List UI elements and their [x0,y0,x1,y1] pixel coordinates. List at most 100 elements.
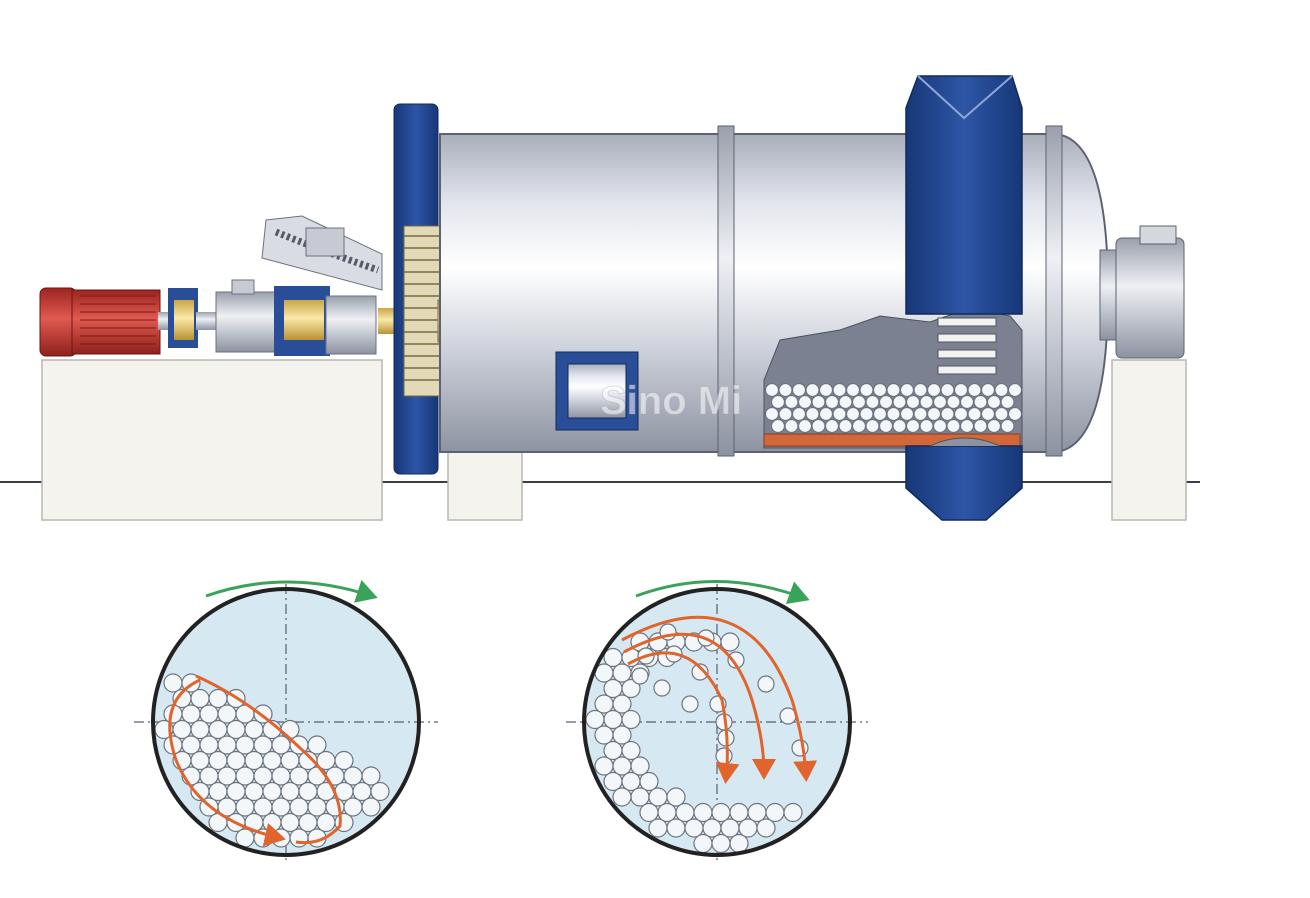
grinding-ball [778,406,793,422]
rotation-arrow [205,579,378,603]
grinding-ball [791,382,807,398]
grinding-ball [865,394,880,410]
grinding-ball [770,394,786,410]
grinding-ball [681,695,699,713]
manhole-door [555,351,639,431]
grinding-ball [818,382,834,398]
grinding-ball [612,725,632,745]
grinding-ball [905,418,921,434]
grinding-ball [621,740,641,761]
shell-ring-2 [1045,125,1063,457]
grinding-ball [851,418,867,434]
grinding-ball [899,382,915,398]
grinding-ball [986,394,1002,410]
grinding-ball [832,382,847,398]
rotation-arrow [635,580,810,605]
grinding-ball [818,406,834,422]
grinding-ball [932,418,948,434]
grinding-ball [913,406,928,422]
grinding-ball [872,406,888,422]
grinding-ball [797,418,813,434]
grinding-ball [1000,418,1015,434]
cutaway-section [763,307,1023,449]
grinding-ball [770,418,786,434]
grinding-ball [289,828,309,848]
grinding-ball [878,394,894,410]
grinding-ball [778,382,793,398]
grinding-ball [913,382,928,398]
grinding-ball [1007,382,1023,398]
grinding-ball [959,418,975,434]
grinding-ball [621,678,641,699]
grinding-ball [980,406,996,422]
grinding-balls-cataracting [585,632,803,854]
grinding-ball [648,818,668,838]
trajectory-arrow-2 [623,632,776,780]
grinding-ball [630,756,650,776]
grinding-ball [784,394,799,410]
grinding-ball [666,787,686,807]
grinding-ball [892,394,907,410]
grinding-ball [756,818,776,838]
grinding-ball [851,394,867,410]
grinding-ball [653,679,671,697]
grinding-ball [720,632,740,652]
grinding-ball [946,394,961,410]
grinding-ball [973,418,988,434]
grinding-ball [711,833,731,854]
grinding-ball [797,394,813,410]
trajectory-arrow-1 [627,651,740,784]
grinding-ball [940,406,955,422]
grinding-ball [691,663,709,681]
grinding-ball [361,766,381,786]
grinding-ball [361,797,381,817]
grinding-ball [892,418,907,434]
grinding-ball [994,406,1009,422]
cross-section-cascading [134,579,438,860]
grinding-ball [370,781,390,802]
grinding-ball [693,833,713,854]
trajectory-arrow-3 [621,616,818,782]
grinding-ball [824,418,840,434]
grinding-ball [1000,394,1015,410]
grinding-ball [959,394,975,410]
grinding-ball [919,394,934,410]
grinding-ball [919,418,934,434]
grinding-ball [859,382,874,398]
grinding-ball [334,750,354,771]
grinding-ball [872,382,888,398]
grinding-ball [838,394,853,410]
grinding-ball [811,418,826,434]
discharge-bearing-pedestal [1111,359,1187,521]
grinding-ball [932,394,948,410]
electric-motor [39,287,161,357]
grinding-ball [878,418,894,434]
grinding-ball [729,833,749,854]
grinding-ball [639,771,659,792]
grinding-ball [666,818,686,838]
grinding-ball [805,406,820,422]
grinding-ball [905,394,921,410]
grinding-ball [784,418,799,434]
drive-train [158,279,408,356]
grinding-ball [926,406,942,422]
grinding-ball [899,406,915,422]
grinding-ball [824,394,840,410]
grinding-ball [791,739,809,757]
grinding-ball [612,787,632,807]
grinding-balls-cascading [154,673,390,848]
cutaway-grinding-balls [764,382,1023,434]
gear-reducer [215,291,279,353]
grinding-ball [926,382,942,398]
grinding-ball [980,382,996,398]
grinding-ball [986,418,1002,434]
discharge-housing [905,75,1023,521]
grinding-ball [621,709,641,730]
grinding-ball [631,667,649,685]
grinding-ball [832,406,847,422]
feed-hopper [261,215,383,291]
grinding-ball [946,418,961,434]
grinding-ball [307,735,327,755]
grinding-ball [783,802,803,823]
